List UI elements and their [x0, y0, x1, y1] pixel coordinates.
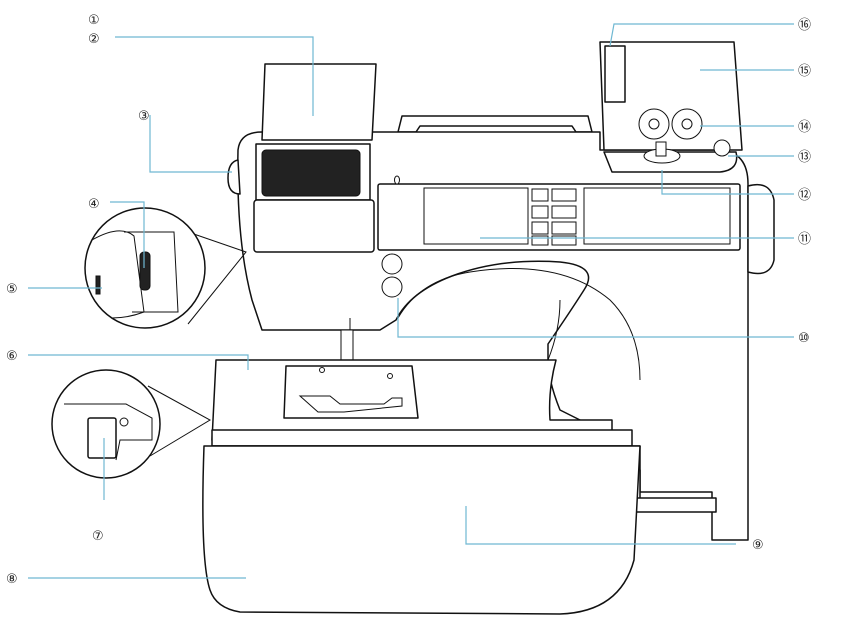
start-stop-button: [381, 253, 403, 275]
inset-socket: [87, 417, 117, 459]
panel-button: [531, 205, 549, 219]
leader-line-4: [110, 201, 145, 268]
bobbin-winder-spindle: [655, 141, 667, 157]
leader-line-12: [661, 170, 794, 195]
needle-plate-screw: [387, 373, 393, 379]
arm-curve-inner: [547, 299, 561, 361]
embroidery-carriage: [202, 445, 641, 615]
carrying-handle: [397, 115, 593, 133]
lcd-right-area: [583, 187, 731, 245]
lcd-screen: [423, 187, 529, 245]
panel-button: [551, 221, 577, 235]
handwheel: [747, 183, 775, 275]
panel-button: [531, 235, 549, 246]
panel-button: [551, 205, 577, 219]
callout-4: ④: [88, 197, 100, 212]
thread-compartment-inner: [261, 149, 361, 197]
callout-1: ①: [88, 13, 100, 28]
inset-upper-panel: [124, 231, 179, 313]
callout-11: ⑪: [798, 232, 811, 247]
reverse-button: [381, 276, 403, 298]
bed-front-edge: [211, 429, 633, 447]
callout-3: ③: [138, 109, 150, 124]
inset-upper-body-edge: [91, 230, 145, 319]
callout-6: ⑥: [6, 349, 18, 364]
callout-14: ⑭: [798, 120, 811, 135]
callout-9: ⑨: [752, 538, 764, 553]
thread-tension-disc: [713, 139, 731, 157]
callout-8: ⑧: [6, 572, 18, 587]
callout-12: ⑫: [798, 188, 811, 203]
callout-labels: ① ② ③ ④ ⑤ ⑥ ⑦ ⑧ ⑨ ⑩ ⑪ ⑫ ⑬ ⑭ ⑮ ⑯: [6, 13, 811, 587]
top-cover: [261, 63, 377, 141]
inset-switch: [95, 275, 101, 295]
inset-screw: [119, 417, 129, 427]
bobbin-spool-left-core: [648, 118, 660, 130]
callout-15: ⑮: [798, 64, 811, 79]
spool-pin-area: [599, 41, 743, 151]
callout-13: ⑬: [798, 150, 811, 165]
free-arm-curve: [397, 268, 641, 381]
leader-line-3: [149, 115, 232, 173]
inset-pointer-lower: [147, 385, 212, 457]
panel-button: [551, 235, 577, 246]
spool-cover-plate: [604, 45, 626, 103]
callout-2: ②: [88, 32, 100, 47]
bobbin-spool-right-core: [681, 118, 693, 130]
panel-button: [531, 221, 549, 235]
needle-bar: [340, 329, 354, 365]
inset-lower-body-edge: [64, 403, 153, 461]
thread-guide-dot: [394, 175, 400, 185]
callout-16: ⑯: [798, 18, 811, 33]
leader-line-9: [465, 506, 736, 545]
inset-pointer-upper: [187, 231, 247, 325]
operation-buttons: [531, 188, 577, 246]
leader-lines: [28, 23, 794, 579]
needle-plate-slot: [298, 395, 403, 413]
leader-line-16: [609, 23, 794, 47]
needle-plate: [283, 365, 419, 419]
detail-inset-upper: [84, 207, 247, 329]
detail-inset-lower: [51, 369, 212, 479]
thread-compartment-cover: [253, 199, 375, 253]
callout-7: ⑦: [92, 529, 104, 544]
panel-button: [551, 188, 577, 202]
needle-plate-screw: [319, 367, 325, 373]
thread-tension-knob: [227, 159, 241, 195]
leader-line-6: [28, 354, 249, 370]
leader-line-10: [397, 298, 794, 338]
inset-dial: [139, 251, 151, 291]
callout-5: ⑤: [6, 282, 18, 297]
panel-button: [531, 188, 549, 202]
leader-line-2: [115, 36, 314, 116]
callout-10: ⑩: [798, 331, 810, 346]
machine-illustration: [202, 41, 775, 615]
